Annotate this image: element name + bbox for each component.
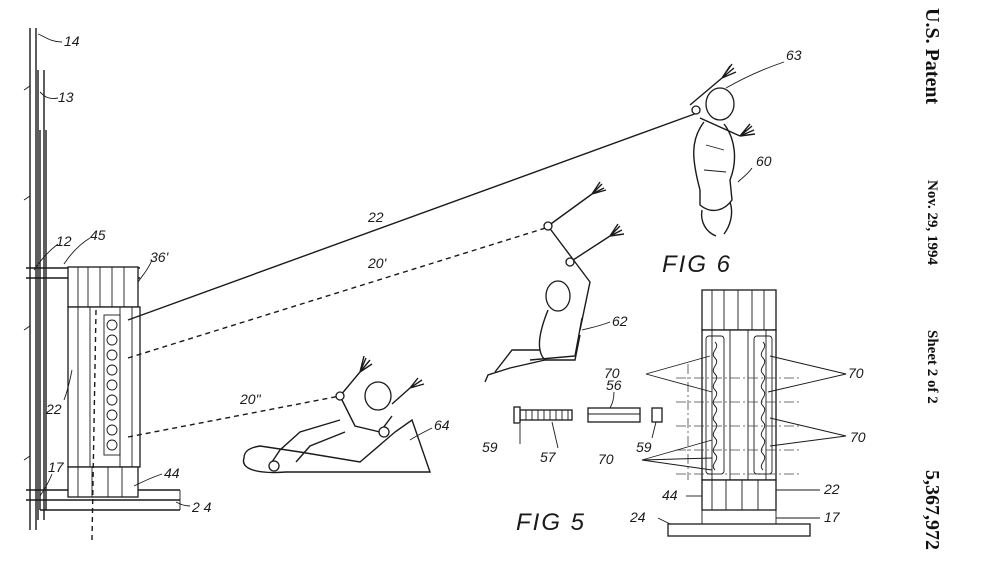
rider-60	[689, 63, 756, 237]
ref-57: 57	[540, 449, 557, 465]
winch-tower-left	[67, 266, 141, 541]
ref-45: 45	[90, 227, 106, 243]
ref-36-prime: 36'	[150, 249, 170, 265]
figure-label-6: FIG 6	[662, 251, 732, 278]
reference-numerals: 14 13 12 45 36' 22 17 44 2 4 22 20' 20" …	[45, 33, 866, 525]
rider-62	[484, 181, 625, 383]
patent-header: U.S. Patent Nov. 29, 1994 Sheet 2 of 2 5…	[921, 8, 943, 550]
figure-label-5: FIG 5	[516, 509, 586, 536]
ref-20-double-prime: 20"	[239, 391, 262, 407]
ref-70-d: 70	[598, 451, 614, 467]
ref-70-a: 70	[604, 365, 620, 381]
ref-12: 12	[56, 233, 72, 249]
ref-59-left: 59	[482, 439, 498, 455]
ref-44-left: 44	[164, 465, 180, 481]
ref-56: 56	[606, 377, 622, 393]
ref-62: 62	[612, 313, 628, 329]
ref-22-cable: 22	[367, 209, 384, 225]
leader-lines	[33, 33, 820, 525]
ref-17-left: 17	[48, 459, 65, 475]
cable-20-double-prime	[127, 395, 341, 438]
header-sheet: Sheet 2 of 2	[924, 330, 940, 404]
support-pole	[23, 28, 181, 530]
ref-64: 64	[434, 417, 450, 433]
sleeve-56	[587, 407, 641, 423]
ref-13: 13	[58, 89, 74, 105]
pin-assembly	[513, 406, 663, 424]
ref-59-right: 59	[636, 439, 652, 455]
header-patent-number: 5,367,972	[921, 470, 943, 550]
bolt-57	[519, 409, 573, 421]
cables	[127, 111, 701, 438]
cable-20-prime	[127, 225, 553, 359]
nut-59	[651, 407, 663, 423]
ref-14: 14	[64, 33, 80, 49]
ref-24-left: 2 4	[191, 499, 212, 515]
rider-64	[242, 355, 431, 474]
ref-22-left: 22	[45, 401, 62, 417]
ref-70-b: 70	[848, 365, 864, 381]
ref-44-right: 44	[662, 487, 678, 503]
ref-24-right: 24	[629, 509, 646, 525]
ref-17-right: 17	[824, 509, 841, 525]
ref-20-prime: 20'	[367, 255, 388, 271]
roller-chain-left	[103, 314, 121, 456]
cable-22	[127, 111, 701, 321]
ref-70-c: 70	[850, 429, 866, 445]
ref-22-right: 22	[823, 481, 840, 497]
header-date: Nov. 29, 1994	[924, 180, 940, 266]
ref-63: 63	[786, 47, 802, 63]
winch-tower-right	[641, 289, 847, 537]
ref-60: 60	[756, 153, 772, 169]
header-title: U.S. Patent	[921, 8, 943, 104]
